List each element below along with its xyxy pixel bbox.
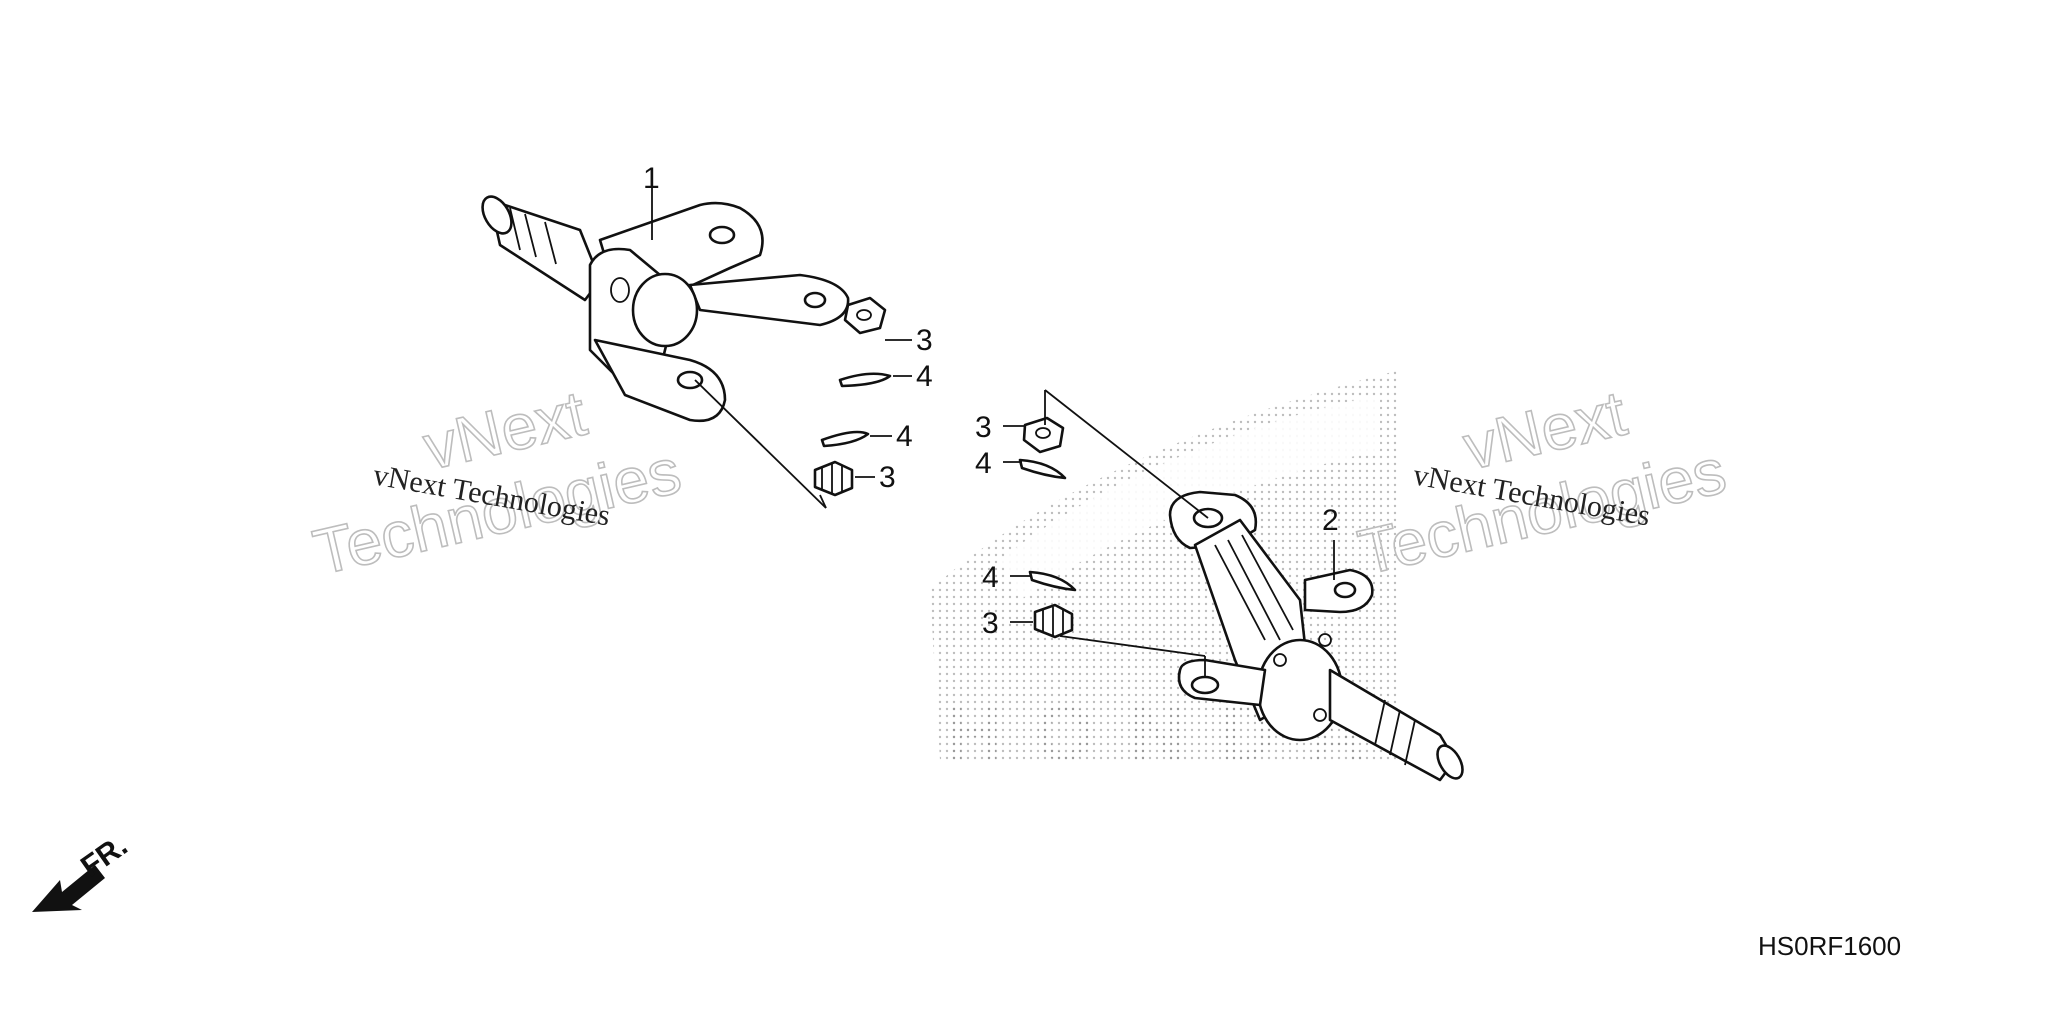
callout-3c: 3 [975, 411, 992, 444]
callout-3d: 3 [982, 607, 999, 640]
leader-lines [651, 175, 1335, 676]
nut-3d [1033, 603, 1074, 639]
cotter-pin-4c [1018, 458, 1067, 480]
callout-3a: 3 [916, 324, 933, 357]
cotter-pin-4a [838, 372, 892, 388]
cotter-pin-4b [820, 430, 870, 448]
callout-4a: 4 [916, 360, 933, 393]
knuckle-left [481, 195, 850, 423]
nut-3b [813, 460, 854, 497]
watermark-right: vNext Technologies vNext Technologies [1351, 376, 1733, 590]
callout-1: 1 [643, 162, 660, 195]
watermark-left: vNext Technologies vNext Technologies [306, 376, 688, 590]
knuckle-right [1168, 490, 1464, 782]
callout-4d: 4 [982, 561, 999, 594]
nut-3a [843, 296, 887, 335]
callout-3b: 3 [879, 461, 896, 494]
callout-2: 2 [1322, 504, 1339, 537]
callout-4b: 4 [896, 420, 913, 453]
front-direction-arrow: FR. [32, 829, 134, 912]
diagram-code: HS0RF1600 [1758, 931, 1901, 961]
cotter-pin-4d [1028, 570, 1077, 592]
nut-3c [1022, 416, 1065, 454]
arrow-left-down-icon [32, 865, 105, 912]
callout-4c: 4 [975, 447, 992, 480]
